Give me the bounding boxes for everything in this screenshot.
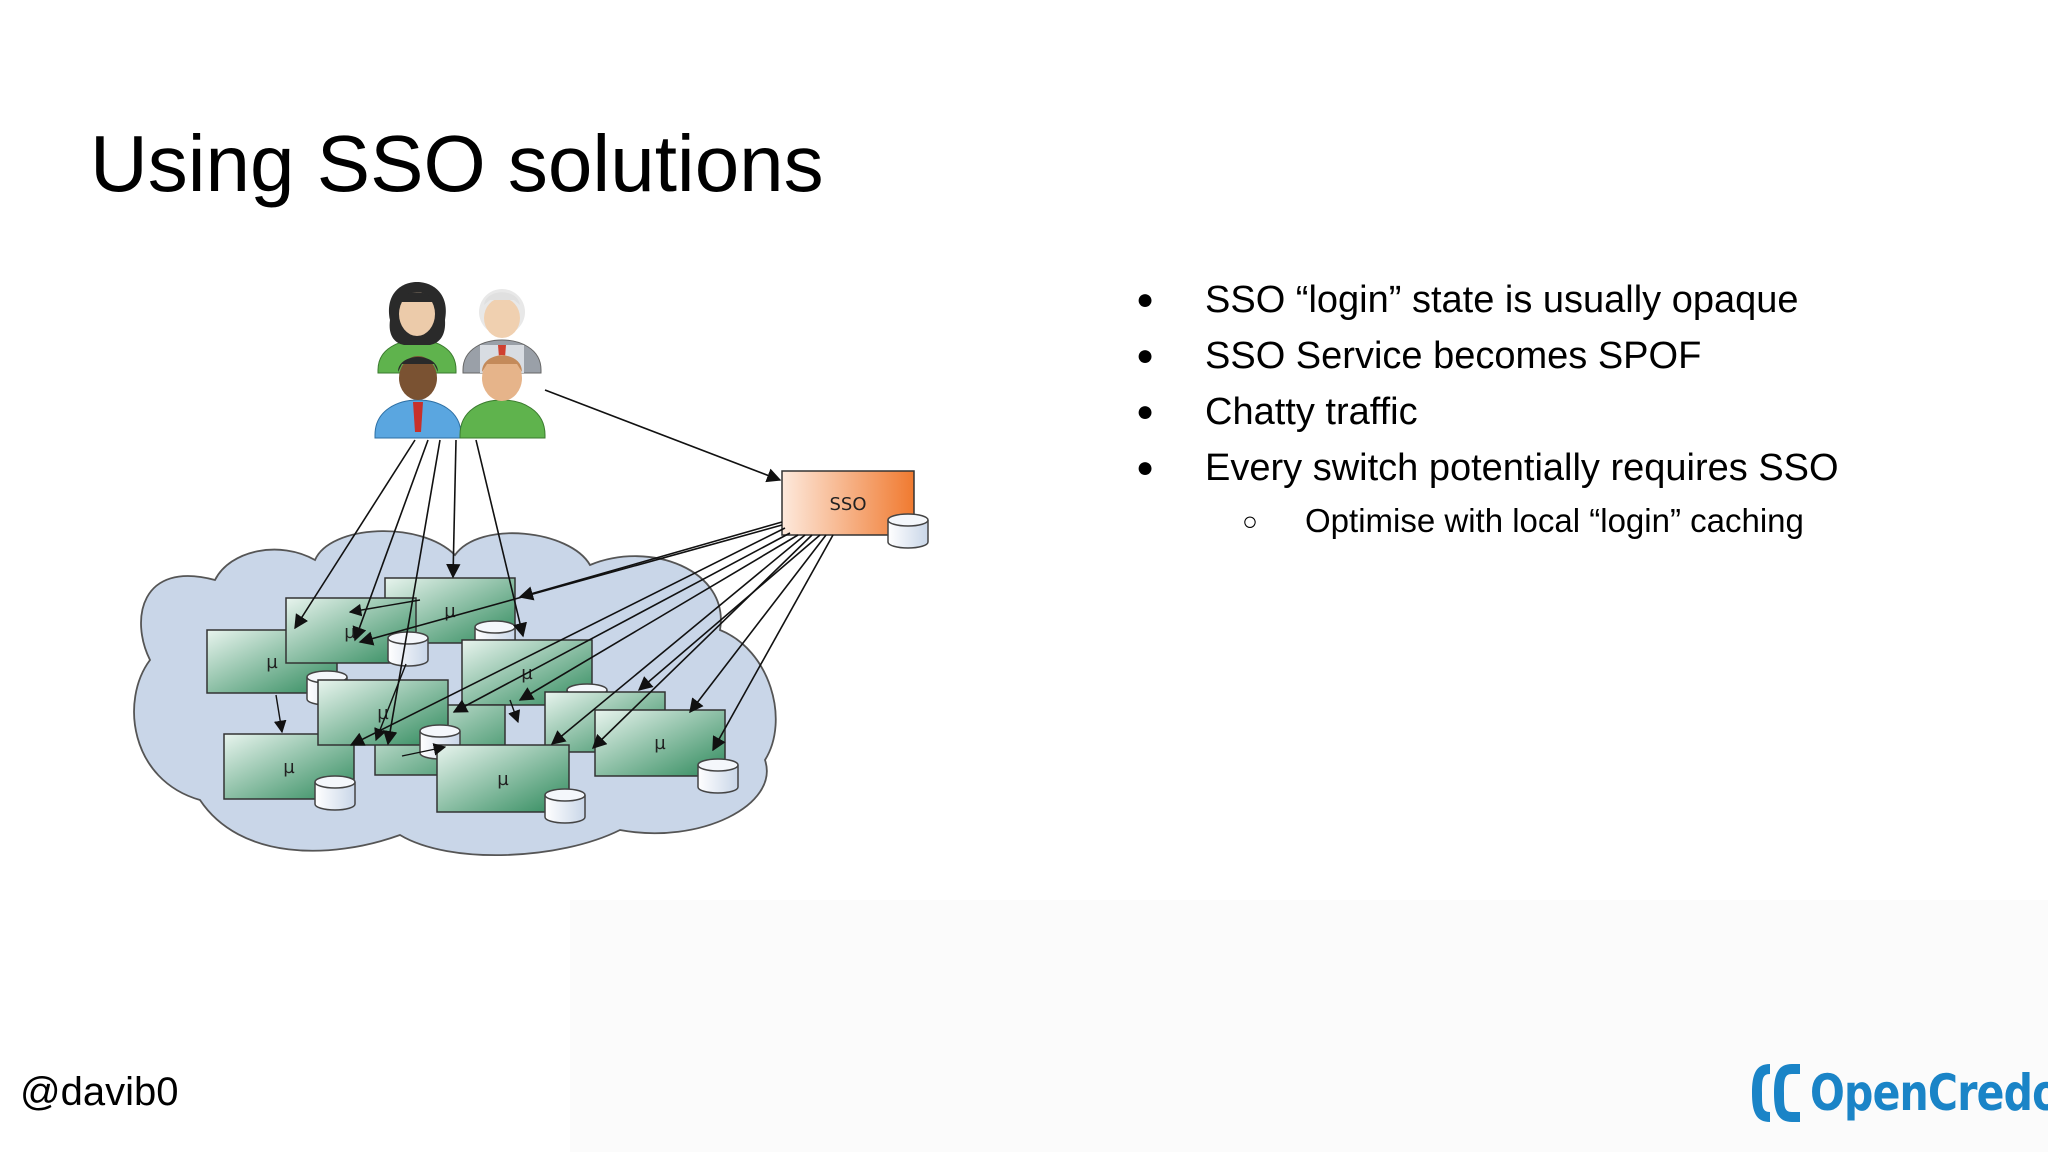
sso-label: SSO xyxy=(829,494,866,515)
bullet-item: ●SSO Service becomes SPOF xyxy=(1130,328,1839,384)
opencredo-logo: OpenCredo xyxy=(1748,1060,2048,1126)
sso-architecture-diagram: µ µ µ µ µ µ µ µ SSO xyxy=(133,282,929,857)
bullet-item: ●Chatty traffic xyxy=(1130,384,1839,440)
bullet-item: ●Every switch potentially requires SSO xyxy=(1130,440,1839,496)
user-woman-icon xyxy=(377,282,457,374)
background-shade xyxy=(570,900,2048,1152)
sub-bullet-item: ○Optimise with local “login” caching xyxy=(1130,496,1839,546)
service-label: µ xyxy=(283,757,295,778)
logo-text: OpenCredo xyxy=(1810,1064,2048,1122)
sub-bullet-list: ○Optimise with local “login” caching xyxy=(1130,496,1839,546)
bullet-dot-icon: ● xyxy=(1135,283,1155,316)
users-group xyxy=(374,282,546,439)
user-man-tie-icon xyxy=(374,356,462,439)
oc-logo-icon xyxy=(1752,1064,1800,1122)
bullet-dot-icon: ● xyxy=(1135,451,1155,484)
service-label: µ xyxy=(266,652,278,673)
slide-title: Using SSO solutions xyxy=(90,119,824,208)
author-handle: @davib0 xyxy=(20,1070,179,1114)
service-label: µ xyxy=(344,622,356,643)
bullet-item: ●SSO “login” state is usually opaque xyxy=(1130,272,1839,328)
user-man-icon xyxy=(459,355,546,439)
circle-bullet-icon: ○ xyxy=(1242,506,1258,536)
service-label: µ xyxy=(497,769,509,790)
sub-bullet-container: ○Optimise with local “login” caching xyxy=(1130,496,1839,546)
service-label: µ xyxy=(654,733,666,754)
sso-database-icon xyxy=(887,513,929,549)
service-label: µ xyxy=(377,703,389,724)
bullet-list: ●SSO “login” state is usually opaque ●SS… xyxy=(1130,272,1839,546)
bullet-dot-icon: ● xyxy=(1135,339,1155,372)
bullet-dot-icon: ● xyxy=(1135,395,1155,428)
